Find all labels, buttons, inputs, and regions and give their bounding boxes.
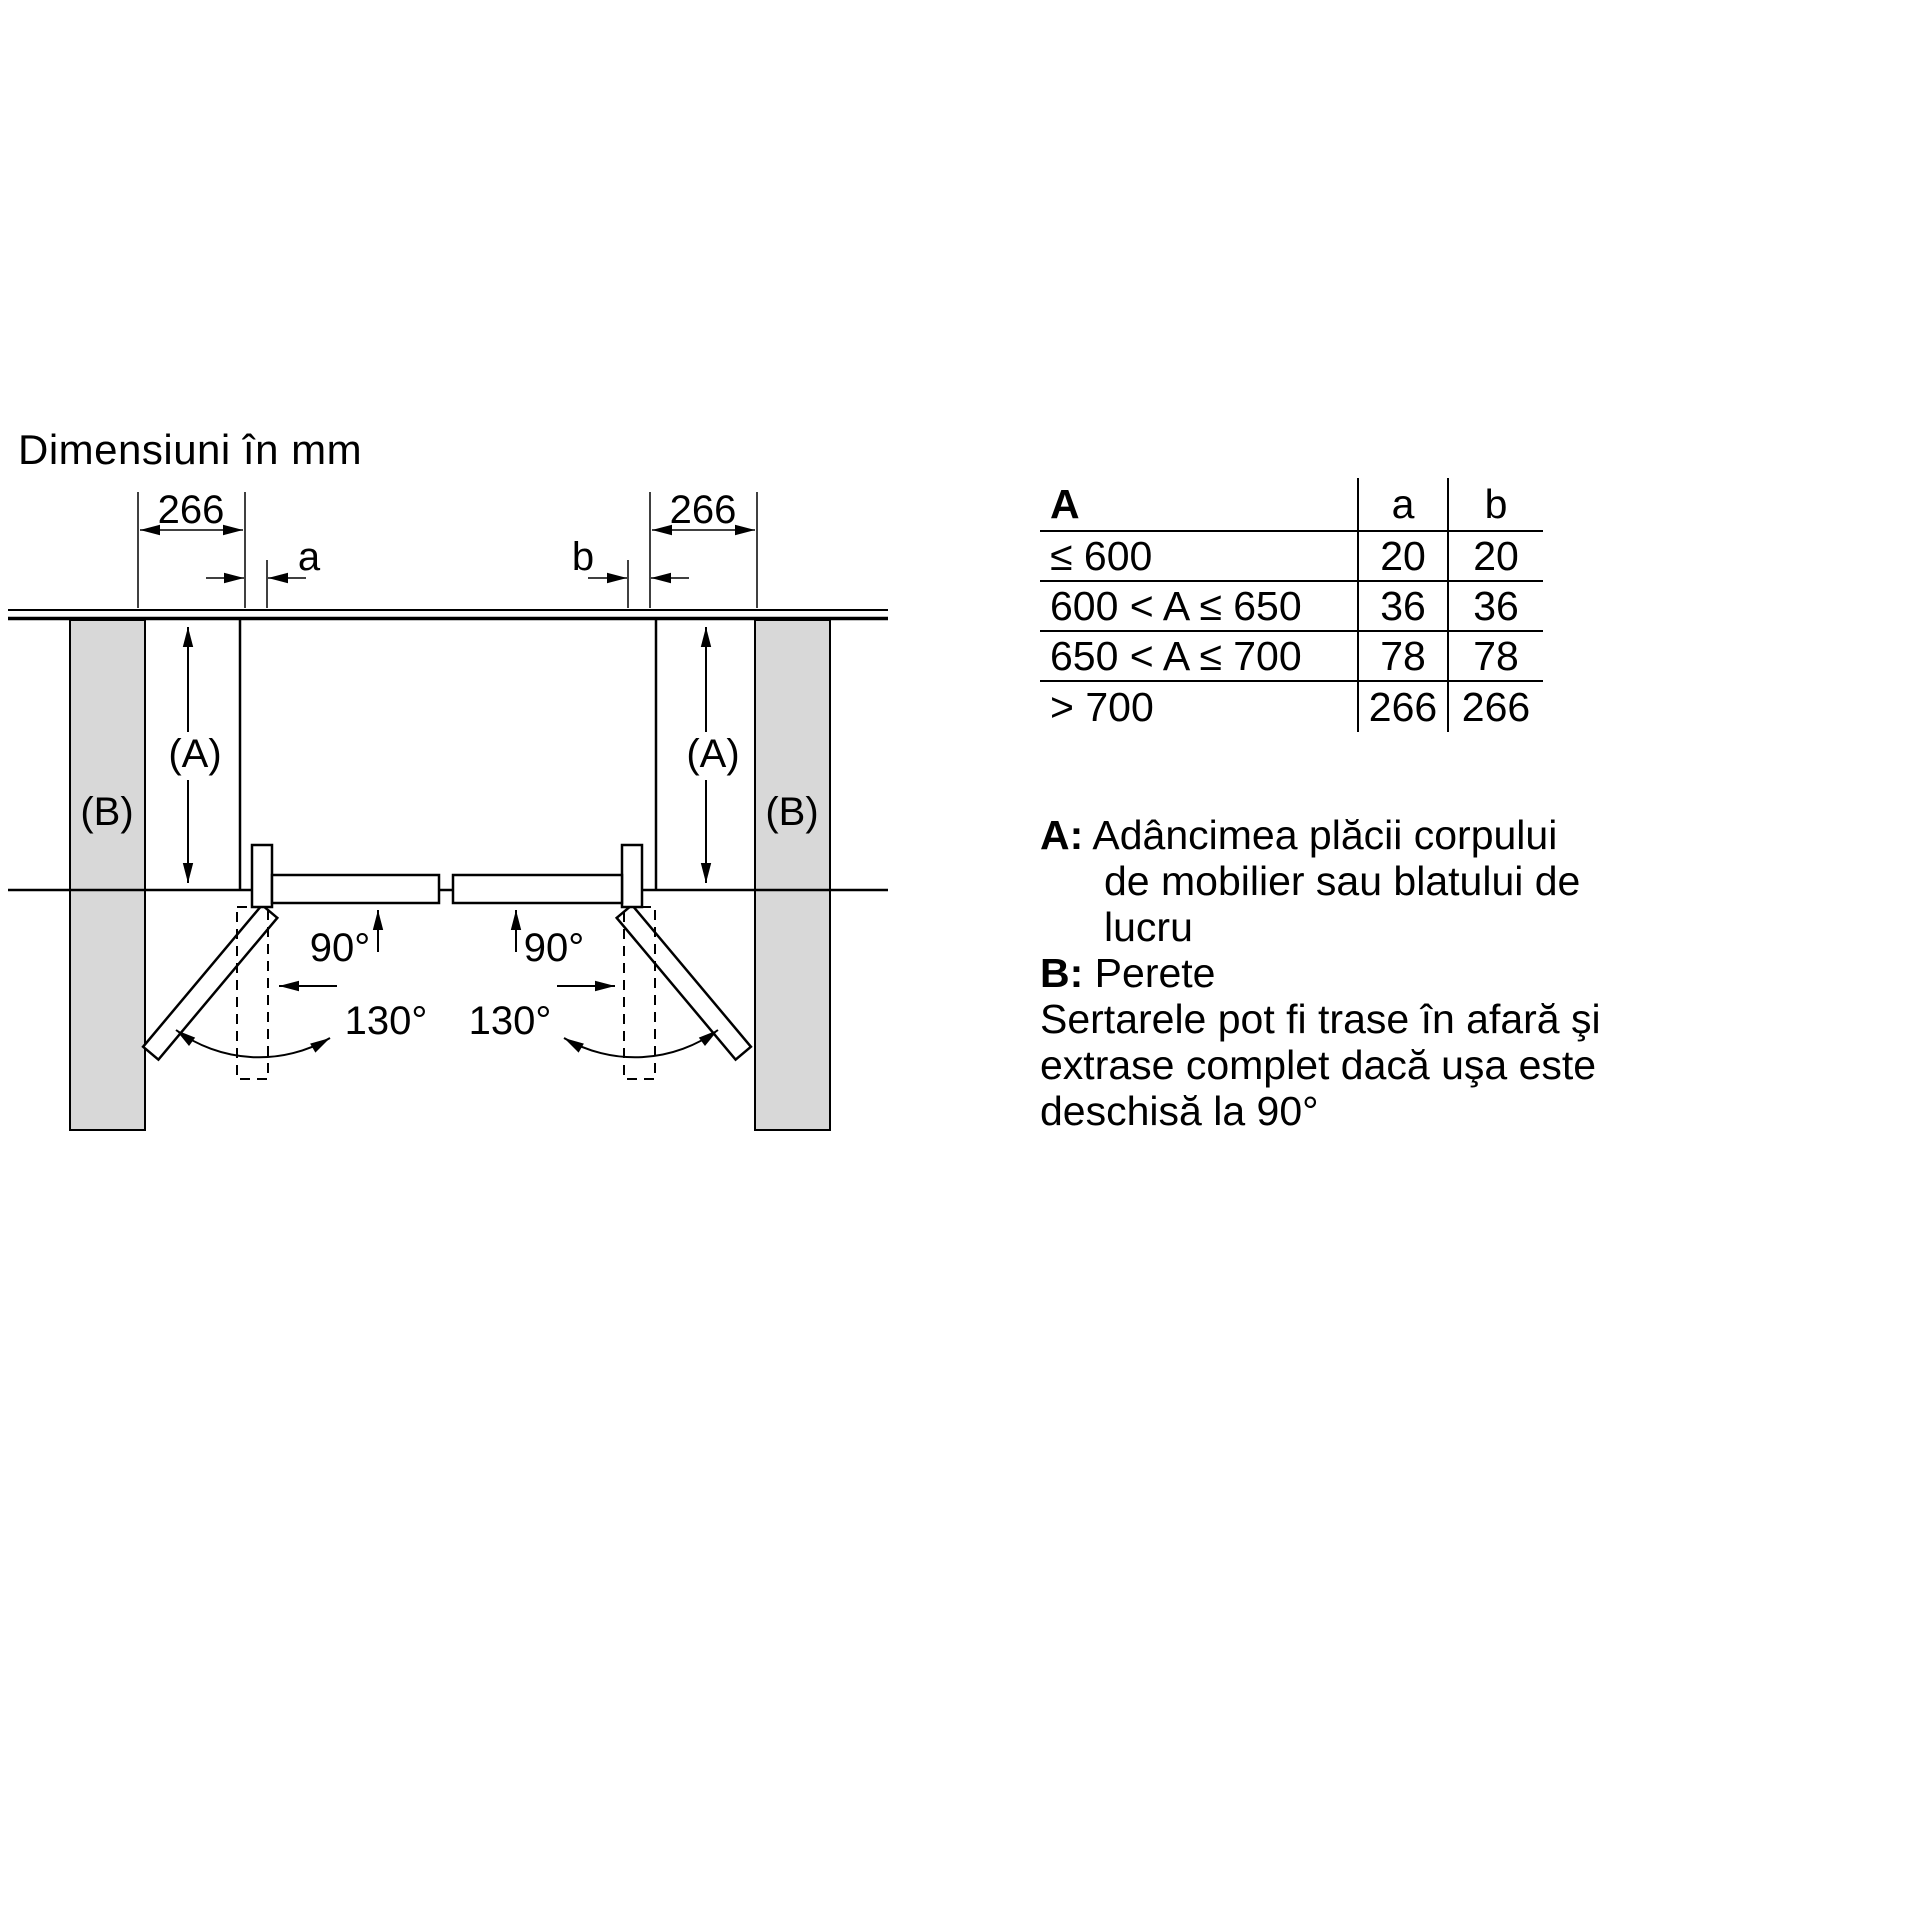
angle-90-left-label: 90° <box>310 926 371 970</box>
legend-key-B: B: <box>1040 950 1084 996</box>
installation-diagram: 266 266 a b (A) (A) (B) (B <box>8 488 888 1131</box>
legend-text-A: Adâncimea plăcii corpului de mobilier sa… <box>1092 812 1581 950</box>
legend-item-A: A: Adâncimea plăcii corpului de mobilier… <box>1040 812 1598 950</box>
clearance-table: A a b ≤ 600 20 20 600 < A ≤ 650 36 36 65… <box>1040 478 1543 732</box>
depth-A-left-label: (A) <box>168 732 221 776</box>
door-closed-left <box>270 873 441 905</box>
dimension-266-left: 266 <box>140 488 243 536</box>
door-open-left <box>141 903 280 1062</box>
legend-text-B: Perete <box>1094 950 1216 996</box>
dim-a-label: a <box>298 535 321 579</box>
table-cell: 78 <box>1447 632 1543 682</box>
table-cell: 78 <box>1357 632 1447 682</box>
dimension-b: b <box>572 535 689 584</box>
cabinet-lines <box>8 619 888 892</box>
angle-90-right: 90° <box>510 910 615 992</box>
wall-B-right-label: (B) <box>765 790 818 834</box>
angle-130-right: 130° <box>469 999 719 1059</box>
wall-B-left-label: (B) <box>80 790 133 834</box>
table-cell: 266 <box>1447 682 1543 732</box>
table-cell: > 700 <box>1050 683 1154 730</box>
dimension-A-right: (A) <box>686 627 740 883</box>
legend-item-B: B: Perete <box>1040 950 1598 996</box>
back-wall-line <box>8 609 888 621</box>
table-cell: 20 <box>1357 532 1447 582</box>
depth-A-right-label: (A) <box>686 732 739 776</box>
table-cell: 20 <box>1447 532 1543 582</box>
hinge-left <box>250 843 274 909</box>
table-header-a: a <box>1357 478 1447 532</box>
angle-90-left: 90° <box>279 910 384 992</box>
table-header-b: b <box>1447 478 1543 532</box>
table-cell: 266 <box>1357 682 1447 732</box>
page-title: Dimensiuni în mm <box>18 426 363 473</box>
dim-b-label: b <box>572 535 594 579</box>
dimension-A-left: (A) <box>168 627 222 883</box>
door-closed-right <box>451 873 624 905</box>
table-cell: 36 <box>1447 582 1543 632</box>
angle-130-right-label: 130° <box>469 999 552 1043</box>
table-header-A: A <box>1040 478 1357 532</box>
table-cell: 600 < A ≤ 650 <box>1040 582 1357 632</box>
legend-key-A: A: <box>1040 812 1084 858</box>
dimension-266-right: 266 <box>652 488 755 536</box>
door-open-right <box>614 903 753 1062</box>
wall-left <box>69 619 146 1131</box>
angle-130-left-label: 130° <box>345 999 428 1043</box>
hinge-right <box>620 843 644 909</box>
wall-right <box>754 619 831 1131</box>
extension-lines <box>137 492 758 608</box>
dim-266-right-label: 266 <box>670 488 737 532</box>
legend-note: Sertarele pot fi trase în afară şi extra… <box>1040 996 1601 1134</box>
table-cell: 36 <box>1357 582 1447 632</box>
dim-266-left-label: 266 <box>158 488 225 532</box>
angle-130-left: 130° <box>175 999 428 1059</box>
angle-90-right-label: 90° <box>524 926 585 970</box>
legend: A: Adâncimea plăcii corpului de mobilier… <box>1040 812 1680 1134</box>
dimension-a: a <box>206 535 321 584</box>
table-cell: ≤ 600 <box>1040 532 1357 582</box>
table-cell: 650 < A ≤ 700 <box>1040 632 1357 682</box>
